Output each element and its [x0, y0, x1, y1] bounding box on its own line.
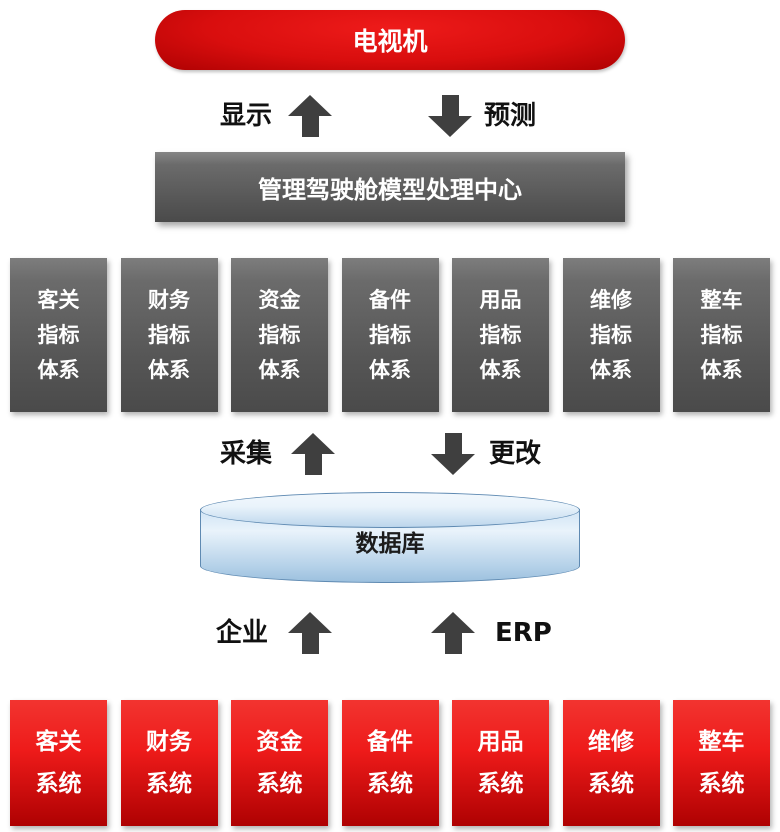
- up-arrow-icon: [288, 612, 332, 654]
- arrow-head: [431, 454, 475, 475]
- system-box-line: 系统: [698, 771, 745, 797]
- indicator-box-line: 资金: [258, 287, 301, 312]
- indicator-box-line: 维修: [590, 287, 632, 312]
- indicator-box-row: 客关 指标 体系 财务 指标 体系 资金 指标 体系 备件 指标 体系 用品 指…: [10, 258, 770, 412]
- indicator-box-zc: 整车 指标 体系: [673, 258, 770, 412]
- indicator-box-bj: 备件 指标 体系: [341, 258, 439, 412]
- system-box-row: 客关 系统 财务 系统 资金 系统 备件 系统 用品 系统 维修 系统 整车 系…: [10, 700, 770, 826]
- indicator-box-line: 体系: [590, 357, 632, 382]
- arrow-shaft: [301, 116, 319, 137]
- indicator-box-line: 指标: [700, 322, 743, 347]
- indicator-box-line: 指标: [37, 322, 80, 347]
- indicator-box-line: 指标: [590, 322, 632, 347]
- system-box-line: 备件: [367, 729, 413, 755]
- indicator-box-line: 财务: [148, 287, 190, 312]
- system-box-wx: 维修 系统: [562, 700, 660, 826]
- up-arrow-icon: [431, 612, 475, 654]
- cockpit-processing-center-node: 管理驾驶舱模型处理中心: [155, 152, 625, 222]
- system-box-zc: 整车 系统: [673, 700, 770, 826]
- database-node: 数据库: [200, 492, 580, 584]
- indicator-box-line: 指标: [258, 322, 301, 347]
- system-box-line: 系统: [146, 771, 192, 797]
- enterprise-label: 企业: [215, 618, 268, 648]
- indicator-box-line: 客关: [37, 287, 80, 312]
- system-box-line: 用品: [477, 729, 524, 755]
- arrow-head: [431, 612, 475, 633]
- indicator-box-wx: 维修 指标 体系: [562, 258, 660, 412]
- indicator-box-line: 整车: [700, 287, 743, 312]
- indicator-box-line: 体系: [148, 357, 190, 382]
- system-box-line: 系统: [367, 771, 413, 797]
- indicator-box-yp: 用品 指标 体系: [452, 258, 549, 412]
- indicator-box-line: 体系: [700, 357, 743, 382]
- indicator-box-line: 指标: [148, 322, 190, 347]
- system-box-line: 系统: [477, 771, 524, 797]
- indicator-box-line: 备件: [369, 287, 411, 312]
- indicator-box-line: 用品: [479, 287, 522, 312]
- system-box-line: 财务: [146, 729, 192, 755]
- up-arrow-icon: [288, 95, 332, 137]
- system-box-zj: 资金 系统: [231, 700, 328, 826]
- indicator-box-line: 指标: [479, 322, 522, 347]
- predict-label: 预测: [484, 101, 537, 131]
- indicator-box-line: 指标: [369, 322, 411, 347]
- indicator-box-line: 体系: [369, 357, 411, 382]
- system-box-line: 系统: [256, 771, 303, 797]
- system-box-yp: 用品 系统: [452, 700, 549, 826]
- indicator-box-kg: 客关 指标 体系: [10, 258, 107, 412]
- indicator-box-zj: 资金 指标 体系: [231, 258, 328, 412]
- system-box-line: 维修: [588, 729, 634, 755]
- database-label: 数据库: [355, 531, 425, 557]
- down-arrow-icon: [428, 95, 472, 137]
- tv-node: 电视机: [155, 10, 625, 70]
- arrow-head: [288, 612, 332, 633]
- down-arrow-icon: [431, 433, 475, 475]
- system-box-kg: 客关 系统: [10, 700, 107, 826]
- system-box-line: 资金: [256, 729, 303, 755]
- tv-node-label: 电视机: [352, 27, 428, 56]
- arrow-head: [291, 433, 335, 454]
- up-arrow-icon: [291, 433, 335, 475]
- arrow-shaft: [441, 95, 459, 116]
- display-label: 显示: [219, 101, 272, 131]
- indicator-box-line: 体系: [479, 357, 522, 382]
- collect-label: 采集: [219, 439, 272, 469]
- indicator-box-line: 体系: [258, 357, 301, 382]
- system-box-cw: 财务 系统: [120, 700, 218, 826]
- system-box-line: 系统: [588, 771, 634, 797]
- system-box-bj: 备件 系统: [341, 700, 439, 826]
- erp-label: ERP: [495, 618, 552, 648]
- system-box-line: 整车: [698, 729, 745, 755]
- indicator-box-line: 体系: [37, 357, 80, 382]
- system-box-line: 系统: [35, 771, 82, 797]
- arrow-shaft: [444, 433, 462, 454]
- system-box-line: 客关: [35, 729, 82, 755]
- database-cylinder-top: [200, 492, 580, 528]
- arrow-head: [288, 95, 332, 116]
- change-label: 更改: [489, 439, 542, 469]
- cockpit-processing-center-label: 管理驾驶舱模型处理中心: [258, 175, 522, 204]
- indicator-box-cw: 财务 指标 体系: [120, 258, 218, 412]
- arrow-shaft: [301, 633, 319, 654]
- arrow-shaft: [444, 633, 462, 654]
- arrow-head: [428, 116, 472, 137]
- arrow-shaft: [304, 454, 322, 475]
